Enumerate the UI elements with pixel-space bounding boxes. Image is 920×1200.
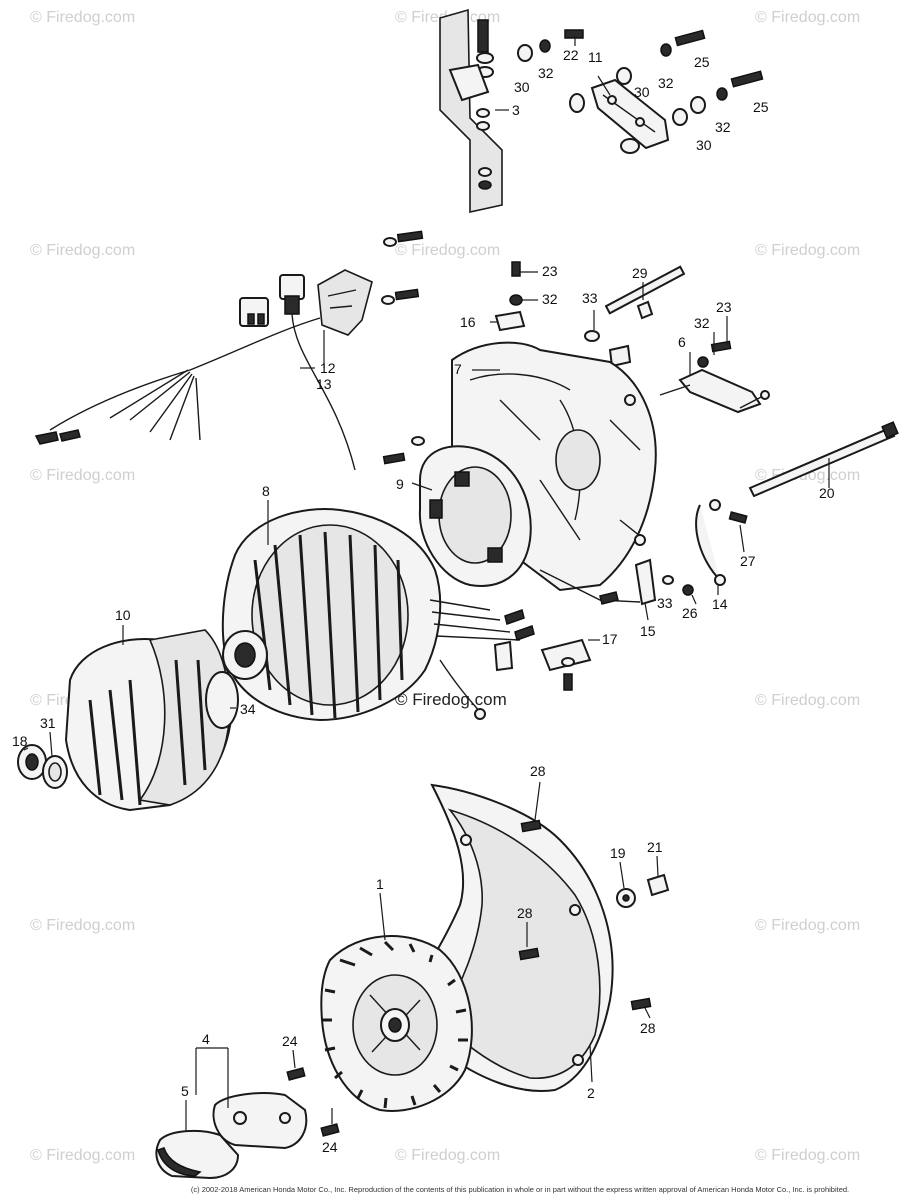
watermark: © Firedog.com <box>30 242 135 259</box>
callout-31: 31 <box>40 715 56 731</box>
callout-16: 16 <box>460 314 476 330</box>
callout-labels: 22 32 11 30 3 30 32 25 25 32 30 23 32 16… <box>12 47 835 1155</box>
callout-34: 34 <box>240 701 256 717</box>
callout-32: 32 <box>538 65 554 81</box>
callout-3: 3 <box>512 102 520 118</box>
callout-11: 11 <box>588 49 603 65</box>
callout-6: 6 <box>678 334 686 350</box>
watermark: © Firedog.com <box>755 242 860 259</box>
callout-2: 2 <box>587 1085 595 1101</box>
watermark: © Firedog.com <box>755 692 860 709</box>
terminal-plate <box>439 8 503 213</box>
watermark: © Firedog.com <box>30 9 135 26</box>
callout-21: 21 <box>647 839 663 855</box>
callout-24: 24 <box>282 1033 298 1049</box>
callout-8: 8 <box>262 483 270 499</box>
callout-19: 19 <box>610 845 626 861</box>
callout-10: 10 <box>115 607 131 623</box>
callout-23: 23 <box>542 263 558 279</box>
through-bolt <box>748 421 899 498</box>
callout-4: 4 <box>202 1031 210 1047</box>
watermark: © Firedog.com <box>30 467 135 484</box>
cover-hardware <box>518 819 670 1011</box>
callout-29: 29 <box>632 265 648 281</box>
wire-harness <box>34 230 424 471</box>
leader-lines <box>23 36 830 1132</box>
watermark: © Firedog.com <box>755 1147 860 1164</box>
callout-7: 7 <box>454 361 462 377</box>
rectifier <box>517 29 764 154</box>
watermark: © Firedog.com <box>755 917 860 934</box>
cooling-fan <box>320 935 473 1112</box>
callout-32: 32 <box>715 119 731 135</box>
watermark-center: © Firedog.com <box>395 690 507 709</box>
callout-32: 32 <box>542 291 558 307</box>
callout-24: 24 <box>322 1139 338 1155</box>
callout-25: 25 <box>753 99 769 115</box>
watermark: © Firedog.com <box>30 917 135 934</box>
callout-28: 28 <box>530 763 546 779</box>
callout-30: 30 <box>696 137 712 153</box>
callout-33: 33 <box>657 595 673 611</box>
callout-20: 20 <box>819 485 835 501</box>
callout-25: 25 <box>694 54 710 70</box>
watermark: © Firedog.com <box>395 242 500 259</box>
callout-28: 28 <box>640 1020 656 1036</box>
callout-28: 28 <box>517 905 533 921</box>
callout-15: 15 <box>640 623 656 639</box>
lower-hardware <box>155 1067 340 1180</box>
copyright-notice: (c) 2002-2018 American Honda Motor Co., … <box>190 1185 850 1194</box>
callout-23: 23 <box>716 299 732 315</box>
callout-27: 27 <box>740 553 756 569</box>
callout-18: 18 <box>12 733 28 749</box>
callout-32: 32 <box>658 75 674 91</box>
callout-30: 30 <box>634 84 650 100</box>
callout-30: 30 <box>514 79 530 95</box>
stator <box>221 508 535 722</box>
callout-17: 17 <box>602 631 618 647</box>
callout-33: 33 <box>582 290 598 306</box>
watermark: © Firedog.com <box>30 1147 135 1164</box>
callout-1: 1 <box>376 876 384 892</box>
callout-9: 9 <box>396 476 404 492</box>
callout-26: 26 <box>682 605 698 621</box>
rotor <box>17 629 239 812</box>
callout-22: 22 <box>563 47 579 63</box>
watermarks: © Firedog.com © Firedog.com © Firedog.co… <box>30 9 860 1164</box>
callout-14: 14 <box>712 596 728 612</box>
callout-12: 12 <box>320 360 336 376</box>
watermark: © Firedog.com <box>755 9 860 26</box>
small-hardware-right <box>539 499 748 691</box>
watermark: © Firedog.com <box>395 1147 500 1164</box>
small-hardware-upper <box>494 261 770 414</box>
callout-5: 5 <box>181 1083 189 1099</box>
callout-13: 13 <box>316 376 332 392</box>
callout-32: 32 <box>694 315 710 331</box>
stator-bracket <box>382 436 532 587</box>
